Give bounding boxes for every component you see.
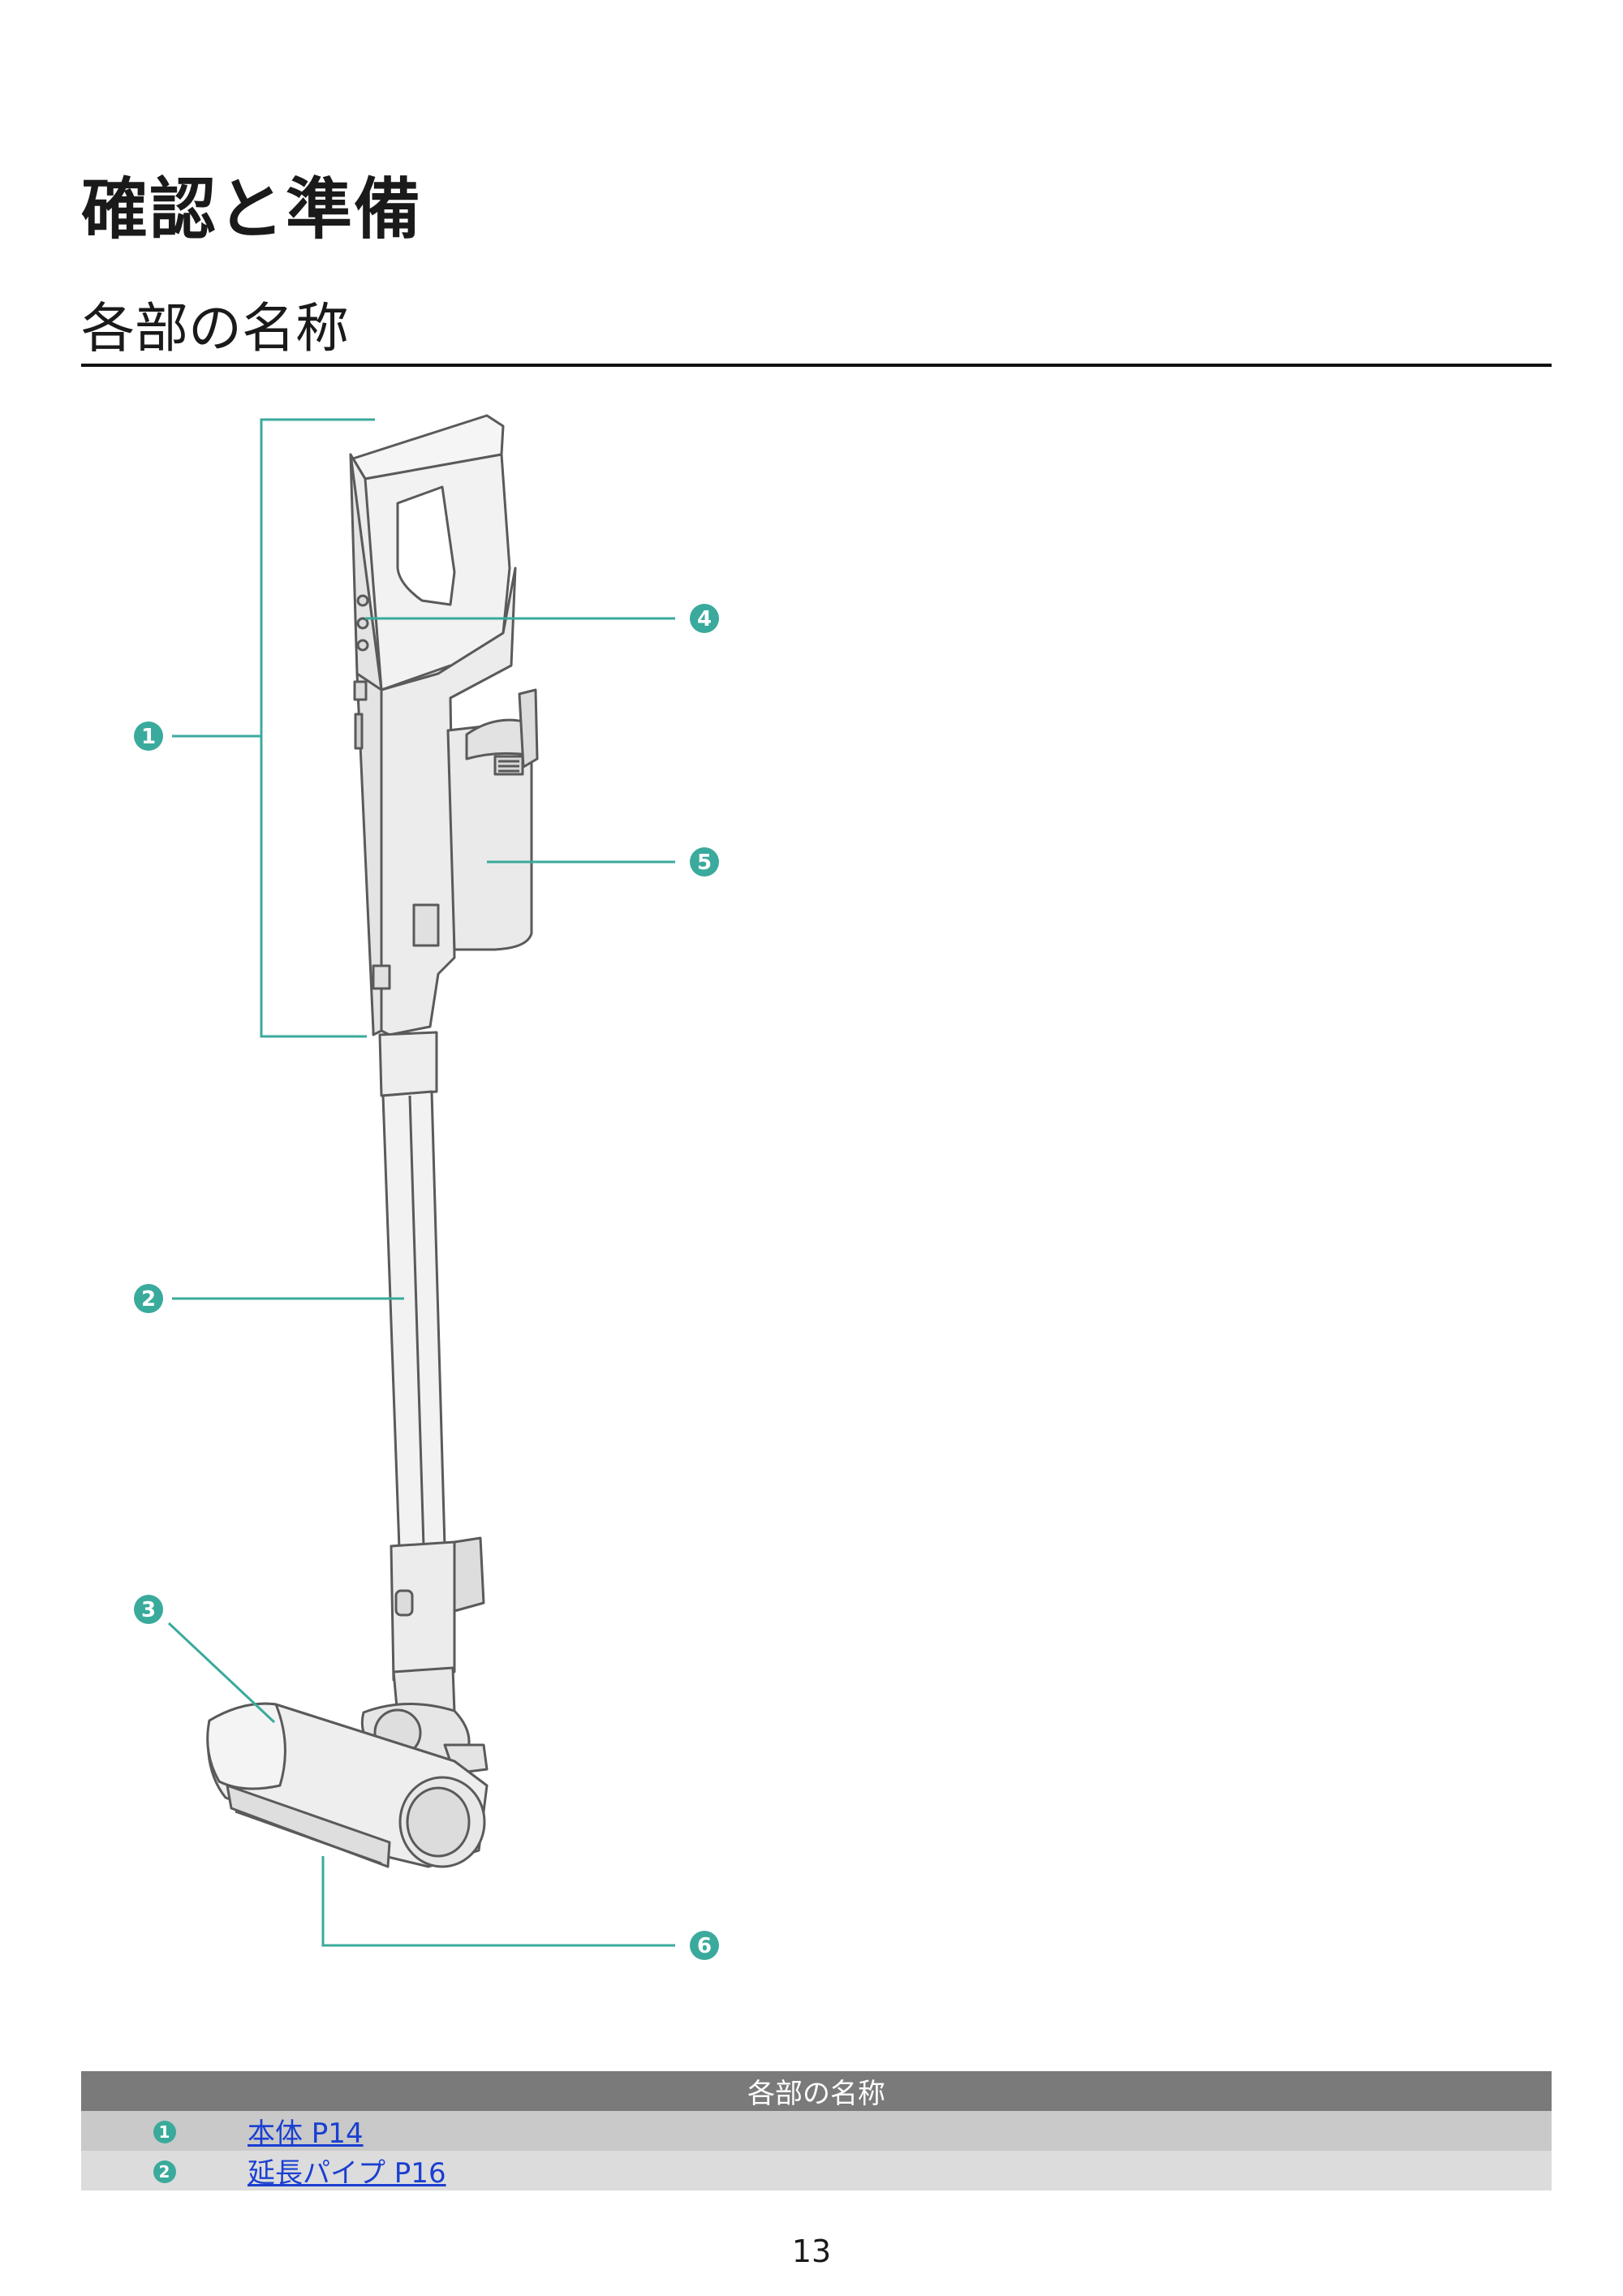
svg-text:2: 2: [141, 1287, 156, 1312]
callout-line-1: [260, 418, 375, 1038]
callout-badge-6: 6: [690, 1931, 719, 1960]
table-row: 1 本体 P14: [81, 2111, 1552, 2151]
svg-text:4: 4: [697, 607, 712, 631]
callout-line-3: [167, 1622, 276, 1724]
page-number: 13: [791, 2234, 832, 2269]
svg-text:5: 5: [697, 851, 712, 875]
section-title: 各部の名称: [81, 297, 349, 360]
callout-badge-1: 1: [134, 722, 163, 751]
link-extension-pipe[interactable]: 延長パイプ P16: [248, 2157, 446, 2190]
callout-badge-2: 2: [134, 1284, 163, 1313]
vacuum-illustration: [206, 414, 539, 1868]
svg-text:3: 3: [141, 1598, 156, 1622]
callout-lines: [167, 418, 675, 1947]
table-header: 各部の名称: [81, 2071, 1552, 2111]
parts-table: 各部の名称 1 本体 P14 2 延長パイプ P16: [81, 2071, 1552, 2190]
row-number-badge: 2: [153, 2160, 176, 2183]
callout-badge-4: 4: [690, 604, 719, 633]
row-number-badge: 1: [153, 2121, 176, 2143]
page-title: 確認と準備: [81, 171, 423, 248]
callout-line-6: [321, 1856, 675, 1947]
section-rule: [81, 364, 1552, 367]
vacuum-diagram: 1 2 3 4 5 6: [134, 414, 719, 1960]
callout-badge-3: 3: [134, 1595, 163, 1624]
callout-badge-5: 5: [690, 847, 719, 877]
svg-text:6: 6: [697, 1934, 712, 1958]
callout-badges: 1 2 3 4 5 6: [134, 604, 719, 1960]
svg-text:1: 1: [141, 725, 156, 749]
link-main-body[interactable]: 本体 P14: [248, 2117, 364, 2150]
table-row: 2 延長パイプ P16: [81, 2151, 1552, 2190]
